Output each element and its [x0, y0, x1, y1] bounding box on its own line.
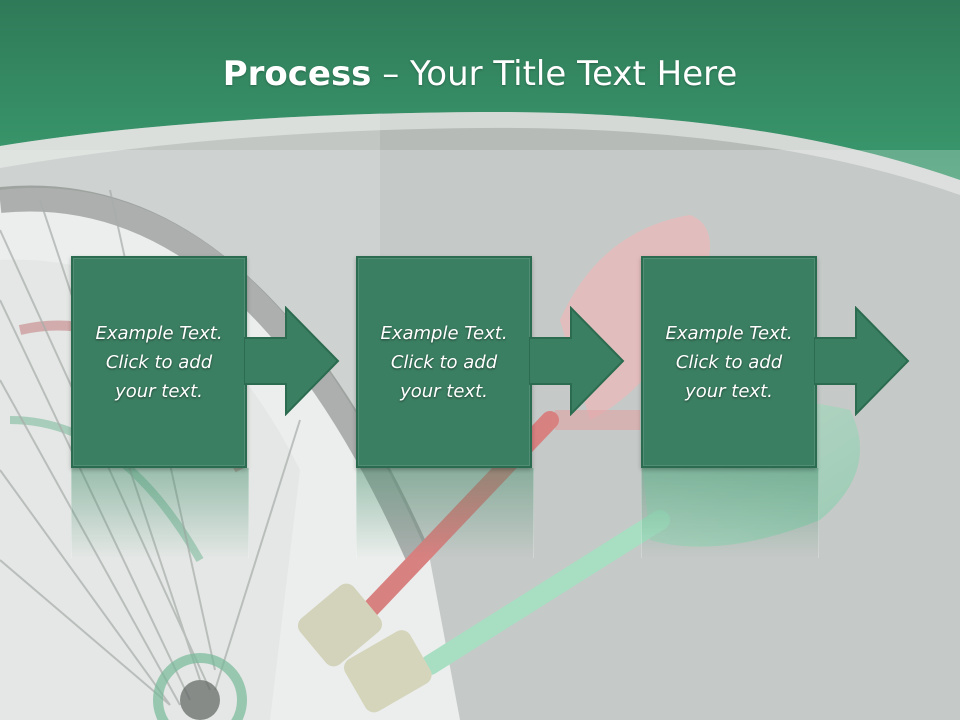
step-text: Example Text. Click to add your text. — [95, 319, 222, 406]
step-line: your text. — [115, 380, 203, 402]
process-step-3: Example Text. Click to add your text. — [641, 256, 819, 558]
step-line: Example Text. — [95, 322, 223, 344]
step-line: Click to add — [675, 351, 783, 373]
step-line: Click to add — [390, 351, 498, 373]
process-step-1: Example Text. Click to add your text. — [71, 256, 249, 558]
step-line: Example Text. — [665, 322, 793, 344]
step-line: your text. — [685, 380, 773, 402]
step-line: Click to add — [105, 351, 213, 373]
right-arrow-icon — [244, 306, 340, 416]
slide-title-bold: Process — [222, 54, 372, 94]
process-step-2: Example Text. Click to add your text. — [356, 256, 534, 558]
step-line: your text. — [400, 380, 488, 402]
text-box[interactable]: Example Text. Click to add your text. — [71, 256, 247, 468]
text-box[interactable]: Example Text. Click to add your text. — [356, 256, 532, 468]
step-text: Example Text. Click to add your text. — [665, 319, 792, 406]
slide-title: Process – Your Title Text Here — [0, 52, 960, 96]
slide-title-rest: – Your Title Text Here — [371, 54, 738, 94]
right-arrow-icon — [814, 306, 910, 416]
step-line: Example Text. — [380, 322, 508, 344]
right-arrow-icon — [529, 306, 625, 416]
text-box[interactable]: Example Text. Click to add your text. — [641, 256, 817, 468]
step-text: Example Text. Click to add your text. — [380, 319, 507, 406]
